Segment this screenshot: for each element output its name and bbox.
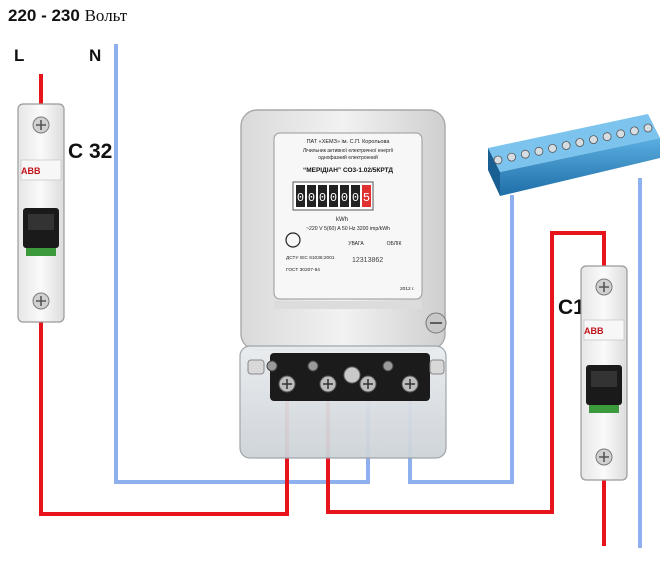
busbar-screw: [561, 141, 571, 150]
meter-accounting: ОБЛІК: [387, 241, 402, 247]
busbar-screw: [643, 123, 653, 133]
meter-upper-screw: [382, 360, 394, 372]
meter-terminal-slot: [405, 379, 415, 389]
meter-upper-screw: [307, 360, 319, 372]
meter-digit: 0: [341, 191, 348, 205]
meter-std1: ДСТУ IEC 61036:2001: [286, 255, 335, 261]
meter-desc1: Лічильник активної електричної енергії: [303, 148, 394, 154]
meter-digit-cell: [362, 185, 371, 207]
meter-digit: 0: [308, 191, 315, 205]
meter-digit: 0: [319, 191, 326, 205]
meter-desc2: однофазний електронний: [318, 154, 378, 161]
title-unit: Вольт: [84, 6, 128, 25]
meter-faceplate-text: ПАТ «ХЕМЗ» ім. С.П. Корольова Лічильник …: [286, 139, 415, 292]
meter-upper-screw: [266, 360, 278, 372]
meter-digit-cell: [296, 185, 305, 207]
meter-terminal-slot: [282, 379, 292, 389]
meter-terminal-slot: [323, 379, 333, 389]
meter-digit: 0: [297, 191, 304, 205]
busbar-screw: [602, 132, 612, 142]
neutral-label: N: [89, 46, 102, 65]
busbar-screw: [575, 138, 585, 147]
load-breaker-brand: ABB: [584, 326, 604, 336]
busbar-screw: [589, 135, 598, 145]
meter-digit: 0: [330, 191, 337, 205]
meter-year: 2012 г.: [400, 286, 415, 292]
main-breaker-brand: ABB: [21, 166, 41, 176]
busbar-screw: [630, 126, 639, 136]
busbar-screw: [548, 143, 557, 153]
busbar-screw: [616, 129, 626, 139]
meter-digit-cell: [329, 185, 338, 207]
diagram-title: 220 - 230 Вольт: [8, 6, 127, 26]
busbar-screw: [493, 155, 503, 165]
meter-digit-cell: [318, 185, 327, 207]
meter-std2: ГОСТ 30207-94: [286, 267, 320, 273]
neutral-busbar: [488, 114, 660, 196]
phase-meter-to-breaker-wire: [326, 231, 606, 514]
phase-label: L: [14, 46, 25, 65]
meter-digit-cell: [351, 185, 360, 207]
meter-maker: ПАТ «ХЕМЗ» ім. С.П. Корольова: [307, 139, 391, 145]
busbar-screw: [507, 152, 517, 162]
busbar-screw: [534, 146, 544, 156]
title-voltage: 220 - 230: [8, 6, 80, 25]
meter-digit: 0: [352, 191, 359, 205]
meter-digit-cell: [340, 185, 349, 207]
meter-model: “МЕРІДІАН” СО3-1.02/5КРТД: [303, 167, 393, 174]
meter-serial: 12313862: [352, 257, 383, 264]
meter-unit: kWh: [336, 217, 348, 223]
meter-terminal-slot: [363, 379, 373, 389]
load-breaker: [580, 265, 628, 481]
main-breaker-label: C 32: [68, 140, 113, 163]
meter-spec: ~220 V 5(60) A 50 Hz 3200 imp/kWh: [306, 226, 390, 232]
main-breaker: [17, 103, 65, 323]
busbar-screw: [520, 149, 530, 159]
meter-attention: УВАГА: [348, 241, 364, 247]
meter-digit: 5: [363, 191, 370, 205]
meter-digit-cell: [307, 185, 316, 207]
